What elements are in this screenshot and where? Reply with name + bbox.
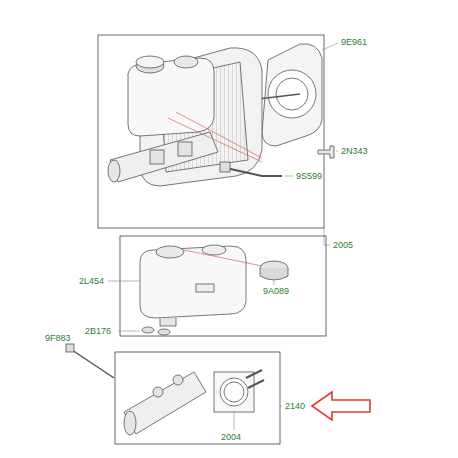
callout-number: 2005 [332, 240, 354, 250]
callout-number: 2004 [220, 432, 242, 442]
callout-number: 2N343 [340, 146, 369, 156]
callout-number: 9S599 [295, 171, 323, 181]
callout-number: 2140 [284, 401, 306, 411]
callout-number: 9E961 [340, 37, 368, 47]
pointer-arrow [312, 392, 370, 420]
callout-number: 9F883 [44, 333, 72, 343]
callout-number: 9A089 [262, 286, 290, 296]
callout-number: 2B176 [84, 326, 112, 336]
callout-number: 2L454 [78, 276, 105, 286]
